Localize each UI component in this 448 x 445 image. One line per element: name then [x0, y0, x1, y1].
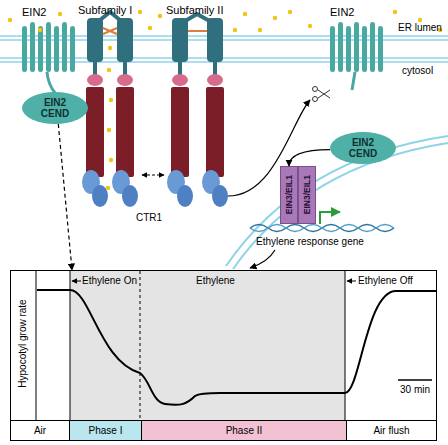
scissors-symbol	[313, 87, 331, 102]
receptor-dimer	[82, 12, 138, 207]
event-label: Ethylene On	[82, 275, 137, 286]
transcription-arrow	[320, 212, 340, 224]
node-text: EIN2 CEND	[30, 97, 80, 119]
ein2-helices	[330, 22, 383, 90]
scale-bar	[398, 379, 432, 381]
axis-label: Hypocotyl grow rate	[17, 269, 28, 419]
ethylene-dots	[8, 10, 442, 190]
part-label: Subfamily I	[78, 4, 132, 16]
part-label: Subfamily II	[166, 4, 223, 16]
graph-shading	[36, 271, 345, 420]
node-text: Phase II	[226, 425, 263, 436]
dna-helix	[250, 225, 394, 232]
phase-cell: Phase I	[69, 420, 141, 440]
part-label: Ethylene response gene	[256, 236, 364, 247]
protein-oval: EIN2 CEND	[22, 92, 88, 124]
part-label: ER lumen	[398, 22, 442, 33]
node-text: EIN2 CEND	[338, 137, 388, 159]
node-text: Air	[34, 425, 46, 436]
transcription-factor: EIN3/EIL1	[298, 166, 316, 224]
part-label: cytosol	[402, 65, 433, 76]
node-text: EIN3/EIL1	[284, 175, 294, 214]
part-label: EIN2	[330, 6, 354, 18]
node-text: EIN3/EIL1	[302, 175, 312, 214]
phase-cell: Air flush	[346, 420, 436, 440]
node-text: Air flush	[373, 425, 409, 436]
off-arrow	[347, 281, 356, 282]
part-label: CTR1	[136, 212, 162, 223]
transcription-factor: EIN3/EIL1	[280, 166, 298, 224]
ein2-helices	[22, 22, 75, 93]
growth-curve	[37, 290, 436, 405]
receptor-dimer	[167, 14, 228, 207]
ctr1-interaction	[142, 175, 164, 176]
part-label: EIN2	[22, 6, 46, 18]
gene-to-graph-arrow	[250, 250, 275, 268]
connector	[289, 150, 330, 166]
phase-cell: Air	[11, 420, 69, 440]
event-label: Ethylene	[196, 275, 235, 286]
protein-oval: EIN2 CEND	[330, 132, 396, 164]
phase-cell: Phase II	[141, 420, 346, 440]
event-label: Ethylene Off	[358, 275, 413, 286]
node-text: Phase I	[89, 425, 123, 436]
on-arrow	[72, 281, 81, 282]
graph-panel: Hypocotyl grow rate Ethylene On Ethylene Et…	[10, 270, 437, 441]
scale-label: 30 min	[400, 384, 430, 395]
connector	[58, 124, 72, 270]
